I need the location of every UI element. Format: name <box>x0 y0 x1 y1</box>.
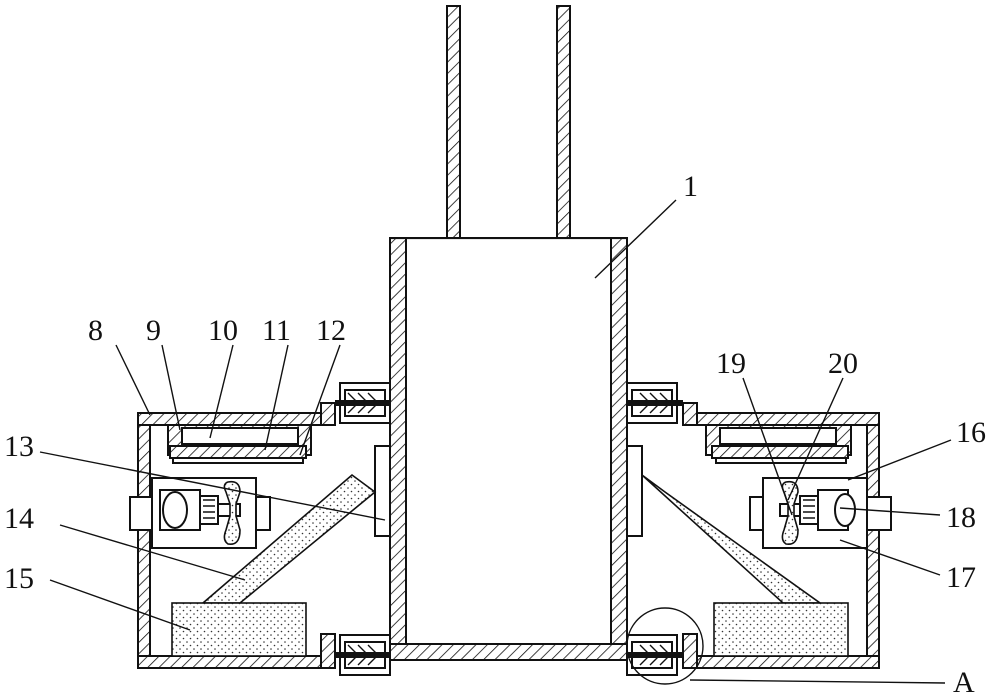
label-16: 16 <box>956 416 986 449</box>
left-filter-assembly <box>167 424 312 464</box>
central-body <box>389 237 628 661</box>
right-deflector <box>626 445 849 657</box>
right-housing <box>682 402 880 669</box>
label-15: 15 <box>4 562 34 595</box>
right-upper-bearing <box>626 382 683 424</box>
detail-circle-a <box>626 607 704 685</box>
label-10: 10 <box>208 314 238 347</box>
label-20: 20 <box>828 347 858 380</box>
right-fan-unit <box>749 477 892 549</box>
left-upper-bearing <box>335 382 391 424</box>
label-a: A <box>953 666 975 697</box>
label-13: 13 <box>4 430 34 463</box>
label-19: 19 <box>716 347 746 380</box>
label-18: 18 <box>946 501 976 534</box>
label-8: 8 <box>88 314 103 347</box>
left-deflector <box>171 445 391 657</box>
label-9: 9 <box>146 314 161 347</box>
label-12: 12 <box>316 314 346 347</box>
label-14: 14 <box>4 502 34 535</box>
labels: 1 8 9 10 11 12 13 14 15 16 17 18 19 20 A <box>4 170 986 697</box>
right-lower-bearing <box>626 634 683 676</box>
leader-lines <box>39 199 952 684</box>
left-lower-bearing <box>335 634 391 676</box>
label-17: 17 <box>946 561 976 594</box>
top-pipe <box>446 5 571 239</box>
label-11: 11 <box>262 314 291 347</box>
left-fan-unit <box>129 477 271 549</box>
label-1: 1 <box>683 170 698 203</box>
right-filter-assembly <box>705 424 852 464</box>
